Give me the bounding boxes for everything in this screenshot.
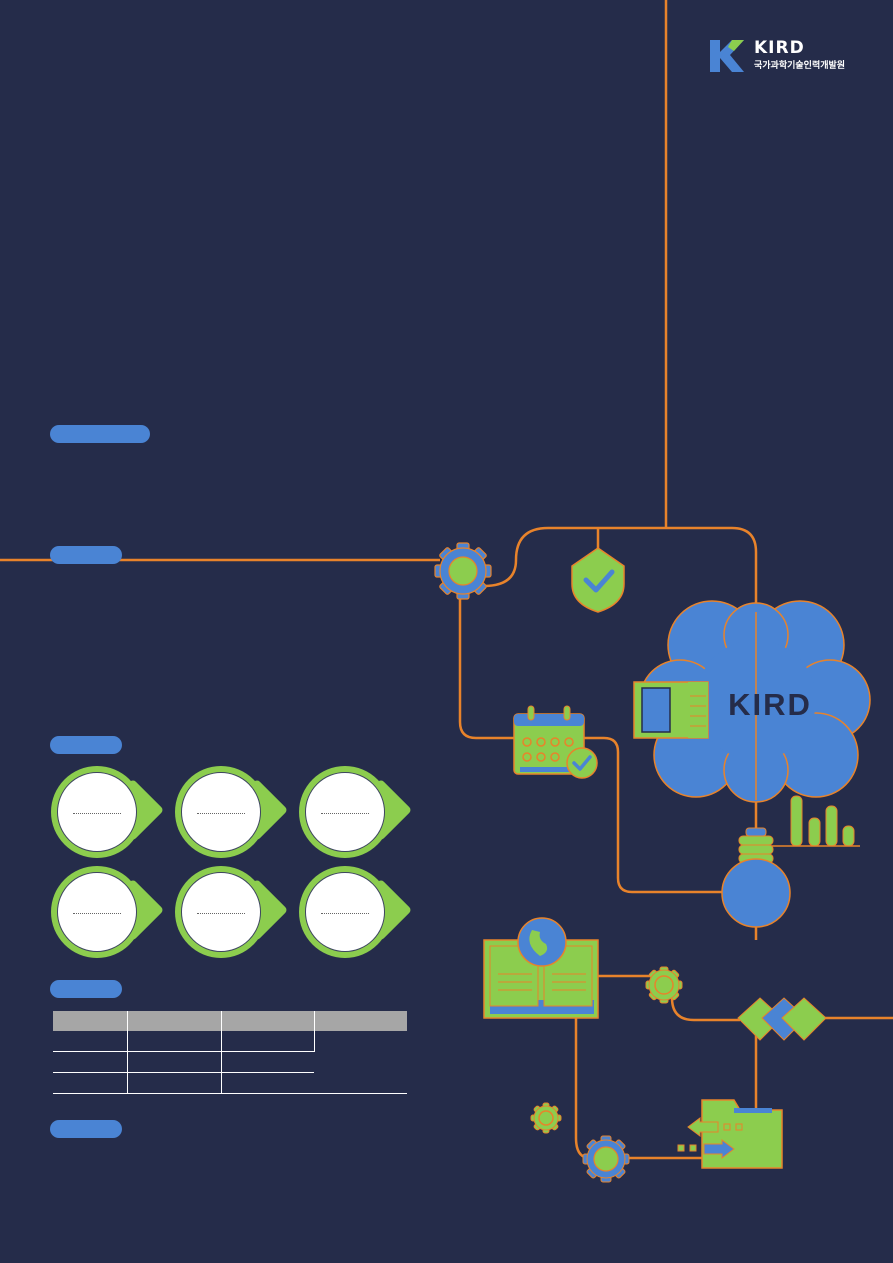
cloud-brand-text: KIRD [728,687,812,722]
topic-bubble [299,766,413,858]
gear-icon [582,1135,630,1183]
table-row [53,1031,407,1094]
table-header-cell [53,1011,129,1031]
table-cell [53,1072,129,1094]
section-pill-topics [50,736,122,754]
topic-bubble [51,766,165,858]
section-pill-contact [50,1120,122,1138]
kird-logo: KIRD 국가과학기술인력개발원 [708,38,858,74]
topic-bubble [175,766,289,858]
table-header-cell [314,1011,407,1031]
table-cell [127,1051,222,1073]
table-cell [53,1051,129,1073]
section-pill-title [50,425,150,443]
table-cell [53,1031,129,1052]
calendar-check-icon [513,705,598,779]
chip-card-icon [633,681,709,739]
topic-bubble [299,866,413,958]
folder-transfer-icon [677,1099,783,1169]
table-cell [221,1072,315,1094]
book-globe-icon [483,917,599,1019]
table-header-row [53,1011,407,1031]
gear-icon [434,542,492,600]
table-row [53,1072,407,1094]
table-cell [221,1051,315,1073]
section-pill-overview [50,546,122,564]
table-cell [127,1072,222,1094]
shield-check-icon [571,547,625,613]
bar-chart-icon [790,795,855,847]
topic-bubble [51,866,165,958]
table-header-cell [127,1011,222,1031]
section-pill-schedule [50,980,122,998]
kird-logo-mark-icon [710,40,744,72]
table-row [53,1051,407,1073]
table-cell [221,1031,315,1052]
table-cell [127,1031,222,1052]
gear-icon [530,1102,562,1134]
logo-subtitle: 국가과학기술인력개발원 [754,61,846,71]
light-bulb-icon [721,827,791,928]
table-cell [314,1031,407,1094]
logo-text: KIRD [754,38,805,58]
info-table [53,1011,407,1094]
table-header-cell [221,1011,315,1031]
topic-bubble [175,866,289,958]
gear-icon [645,966,683,1004]
diamond-shapes-icon [737,997,827,1041]
